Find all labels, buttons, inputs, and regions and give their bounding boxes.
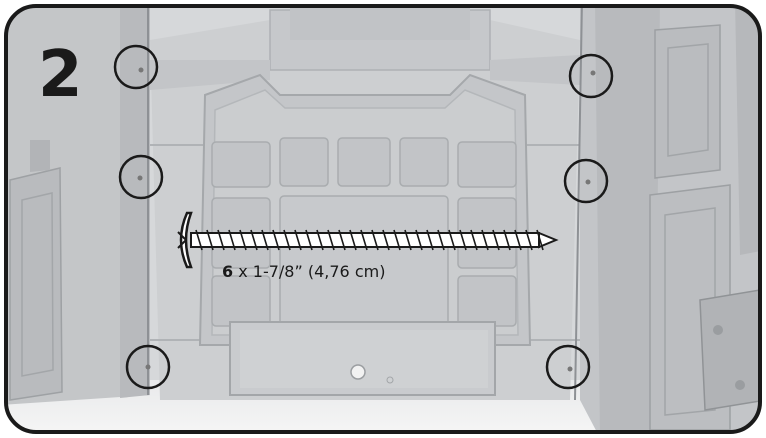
screw-thread (217, 229, 225, 251)
screw-hole-circle (563, 158, 609, 204)
center-door-panel (198, 73, 532, 346)
screw-thread (481, 229, 489, 251)
right-wall-panel (574, 6, 760, 432)
screw-thread (239, 229, 247, 251)
screw-thread (206, 229, 214, 251)
screw-thread (393, 229, 401, 251)
screw-thread (536, 229, 544, 251)
screw-thread (283, 229, 291, 251)
screw-hole-circle (545, 344, 591, 390)
screw-thread (415, 229, 423, 251)
left-wall-panel (6, 6, 150, 405)
screw-thread (360, 229, 368, 251)
screw-hole-circle (568, 53, 614, 99)
screw-hole-circle (113, 44, 159, 90)
screw-thread (503, 229, 511, 251)
screw-thread (338, 229, 346, 251)
step-number: 2 (38, 38, 83, 112)
screw-thread (228, 229, 236, 251)
screw-thread (195, 229, 203, 251)
screw-thread (327, 229, 335, 251)
hardware-caption: 6 x 1-7/8” (4,76 cm) (222, 262, 385, 281)
screw-thread (305, 229, 313, 251)
screw-thread (382, 229, 390, 251)
screw-thread (492, 229, 500, 251)
screw-hole-markers (113, 44, 614, 390)
screw-thread (272, 229, 280, 251)
screw-thread (514, 229, 522, 251)
screw-thread (459, 229, 467, 251)
screw-thread (404, 229, 412, 251)
screw-thread (437, 229, 445, 251)
frame-border (4, 4, 762, 434)
bottom-bench (229, 321, 496, 396)
screw-thread (261, 229, 269, 251)
screw-thread (349, 229, 357, 251)
screw-hole-circle (125, 344, 171, 390)
screw-thread (371, 229, 379, 251)
screw-thread (294, 229, 302, 251)
screw-thread (426, 229, 434, 251)
screw-thread (316, 229, 324, 251)
hardware-quantity: 6 (222, 262, 233, 281)
screw-hole-circle (118, 154, 164, 200)
hardware-size: x 1-7/8” (4,76 cm) (233, 262, 385, 281)
screw-thread (470, 229, 478, 251)
screw-thread (525, 229, 533, 251)
screw-thread (250, 229, 258, 251)
screw-icon (177, 211, 559, 269)
screw-thread (448, 229, 456, 251)
